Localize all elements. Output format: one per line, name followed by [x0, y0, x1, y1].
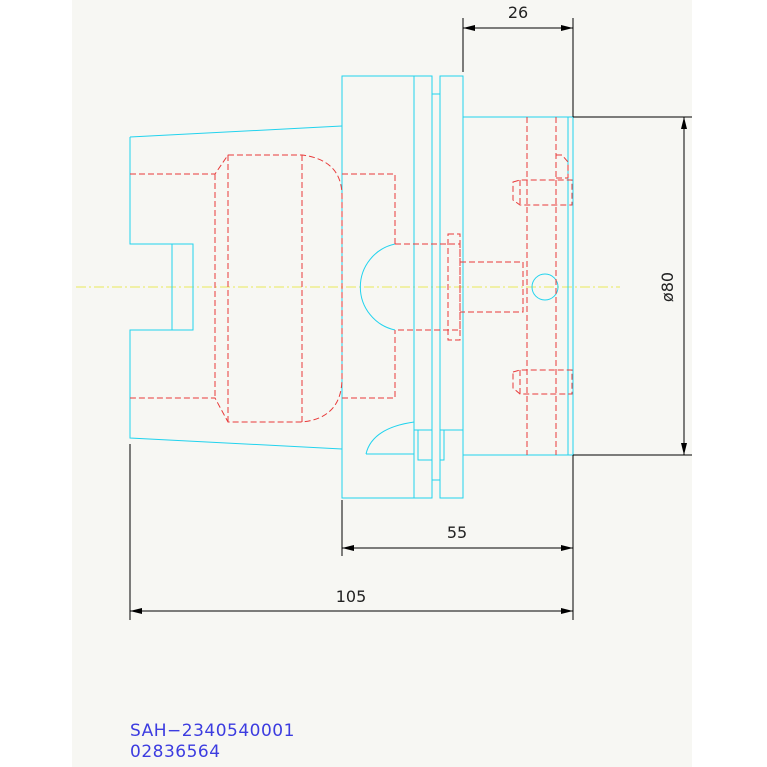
dimension-top-value: 26 [508, 3, 528, 22]
dimension-diameter-value: ø80 [658, 272, 677, 302]
hidden-lines [130, 117, 573, 455]
drawing-sheet [72, 0, 692, 767]
part-outline [129, 75, 574, 499]
part-code: SAH−2340540001 [130, 721, 295, 741]
dimension-middle [341, 500, 573, 556]
dimension-middle-value: 55 [447, 523, 467, 542]
dimension-diameter [572, 116, 692, 620]
part-number: 02836564 [130, 742, 221, 762]
dimension-overall [129, 444, 573, 620]
dimension-top [462, 18, 574, 117]
dimension-overall-value: 105 [336, 587, 367, 606]
